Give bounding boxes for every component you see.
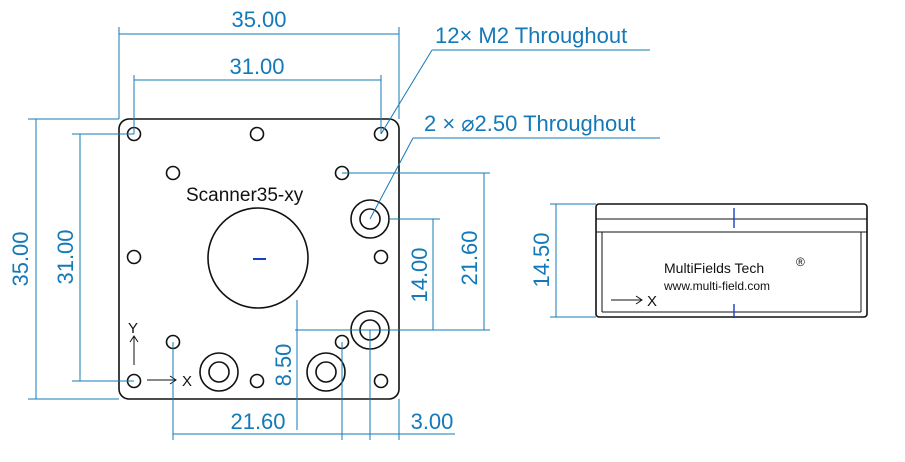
callout-pin-holes: 2 × ⌀2.50 Throughout: [424, 111, 636, 136]
side-x-axis-arrowhead: [635, 295, 643, 305]
m2-hole: [249, 373, 265, 389]
brand-url-label: www.multi-field.com: [663, 279, 770, 293]
m2-hole: [373, 249, 389, 265]
dim-hole-spacing-height: 31.00: [53, 229, 78, 284]
front-view: Scanner35-xy Y X: [118, 118, 400, 400]
dim-overall-height: 35.00: [8, 231, 33, 286]
bottom-port-inner: [315, 361, 337, 383]
x-axis-arrowhead: [169, 375, 177, 385]
dim-port-vertical-offset: 21.60: [457, 230, 482, 285]
dim-overall-width: 35.00: [231, 7, 286, 32]
brand-name-label: MultiFields Tech: [664, 260, 764, 276]
brand-mark: ®: [796, 255, 805, 269]
model-name-label: Scanner35-xy: [186, 185, 304, 206]
x-axis-label: X: [182, 373, 192, 390]
callout-m2-holes: 12× M2 Throughout: [435, 23, 627, 48]
front-dimensions: 35.00 31.00 35.00 31.00 14.00 21.60 8.50: [8, 7, 660, 440]
dim-side-height: 14.50: [529, 232, 554, 287]
y-axis-label: Y: [128, 320, 138, 337]
bottom-port-outer: [199, 352, 239, 392]
dim-hole-spacing-width: 31.00: [229, 54, 284, 79]
m2-hole: [165, 165, 181, 181]
side-view: MultiFields Tech ® www.multi-field.com X…: [529, 203, 868, 318]
dim-bottom-port-offset: 8.50: [271, 344, 296, 387]
m2-hole: [249, 126, 265, 142]
side-x-axis-label: X: [647, 293, 657, 310]
dim-bottom-port-spacing: 21.60: [230, 409, 285, 434]
m2-hole: [373, 373, 389, 389]
bottom-port-outer: [306, 352, 346, 392]
side-body-outline: [595, 203, 868, 318]
y-axis-arrowhead: [129, 335, 139, 343]
dim-port-vertical-spacing: 14.00: [407, 247, 432, 302]
front-body-outline: [118, 118, 400, 400]
m2-hole: [126, 249, 142, 265]
bottom-port-inner: [208, 361, 230, 383]
pin-port-inner: [359, 208, 381, 230]
center-aperture: [207, 207, 309, 309]
dim-bottom-edge-offset: 3.00: [411, 409, 454, 434]
